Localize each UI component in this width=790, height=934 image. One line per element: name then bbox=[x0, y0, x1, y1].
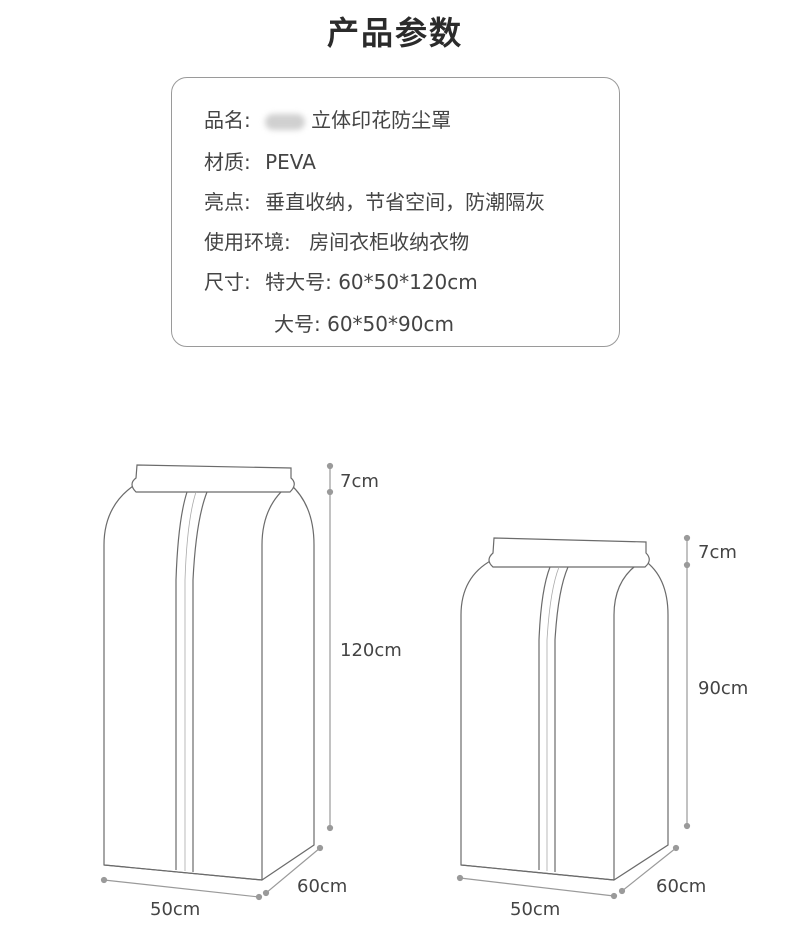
spec-row-name: 品名: 立体印花防尘罩 bbox=[204, 104, 451, 133]
spec-value: 垂直收纳，节省空间，防潮隔灰 bbox=[265, 190, 546, 214]
width-dimension-small bbox=[456, 844, 680, 900]
dim-top-height-large: 7cm bbox=[340, 471, 379, 492]
height-dimension-small bbox=[683, 534, 691, 830]
dim-width-large: 50cm bbox=[150, 899, 200, 920]
garment-cover-small bbox=[460, 537, 669, 881]
spec-row-size: 尺寸: 特大号: 60*50*120cm bbox=[204, 266, 478, 295]
dim-body-height-large: 120cm bbox=[340, 640, 402, 661]
spec-value: 大号: 60*50*90cm bbox=[274, 312, 454, 336]
spec-row-material: 材质: PEVA bbox=[204, 146, 316, 175]
spec-label: 使用环境: bbox=[204, 230, 291, 254]
spec-row-highlight: 亮点: 垂直收纳，节省空间，防潮隔灰 bbox=[204, 186, 545, 215]
spec-label: 品名: bbox=[204, 108, 251, 132]
dim-width-small: 50cm bbox=[510, 899, 560, 920]
height-dimension-large bbox=[326, 462, 334, 832]
spec-label: 材质: bbox=[204, 150, 251, 174]
garment-cover-large bbox=[103, 464, 315, 881]
spec-value: 立体印花防尘罩 bbox=[265, 104, 451, 133]
spec-value: 房间衣柜收纳衣物 bbox=[309, 230, 470, 254]
spec-row-size-large: 大号: 60*50*90cm bbox=[274, 308, 454, 337]
spec-value: PEVA bbox=[265, 150, 316, 174]
width-dimension-large bbox=[100, 844, 324, 901]
dim-depth-small: 60cm bbox=[656, 876, 706, 897]
page-title: 产品参数 bbox=[326, 14, 463, 52]
brand-blur bbox=[265, 113, 306, 130]
dim-top-height-small: 7cm bbox=[698, 542, 737, 563]
spec-value-text: 立体印花防尘罩 bbox=[311, 108, 452, 132]
spec-label: 亮点: bbox=[204, 190, 251, 214]
spec-value: 特大号: 60*50*120cm bbox=[265, 270, 478, 294]
spec-label: 尺寸: bbox=[204, 270, 251, 294]
spec-card: 品名: 立体印花防尘罩 材质: PEVA 亮点: 垂直收纳，节省空间，防潮隔灰 … bbox=[171, 77, 620, 347]
dim-depth-large: 60cm bbox=[297, 876, 347, 897]
spec-row-environment: 使用环境: 房间衣柜收纳衣物 bbox=[204, 226, 469, 255]
dim-body-height-small: 90cm bbox=[698, 678, 748, 699]
